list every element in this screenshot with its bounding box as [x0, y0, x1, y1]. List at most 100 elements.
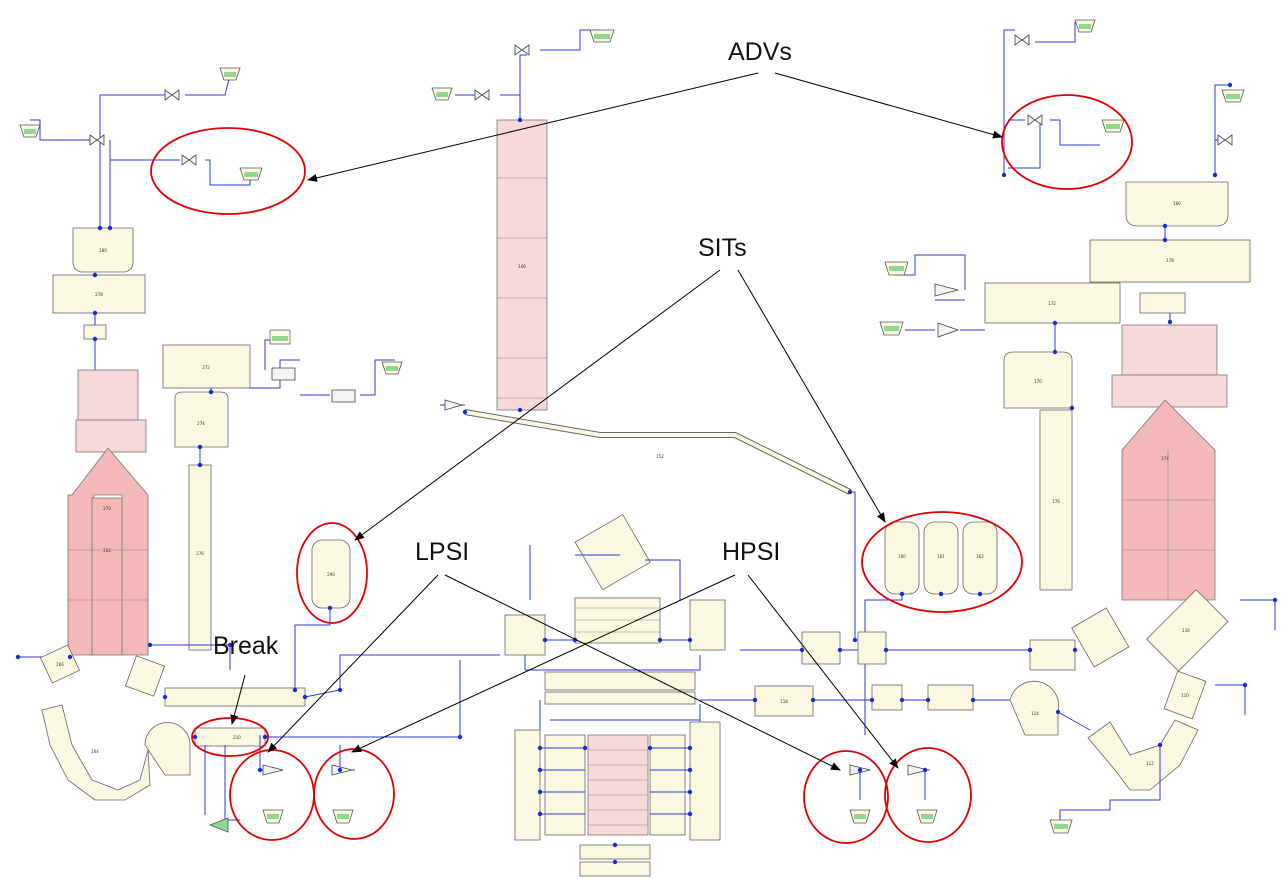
junction-node [1163, 224, 1167, 228]
hpsi-label: HPSI [722, 538, 780, 566]
sits-label: SITs [698, 234, 747, 262]
junction-node [900, 698, 904, 702]
junction-node [93, 337, 97, 341]
junction-node [1213, 173, 1217, 177]
junction-node [1168, 320, 1172, 324]
break-label: Break [213, 632, 279, 660]
junction-node [1228, 83, 1232, 87]
callout-arrows [232, 73, 1002, 770]
component-278-label: 278 [95, 292, 103, 297]
component-262-label: 262 [103, 548, 111, 553]
junction-node [193, 735, 197, 739]
junction-node [926, 698, 930, 702]
junction-node [900, 592, 904, 596]
junction-node [458, 735, 462, 739]
junction-node [16, 655, 20, 659]
junction-node [538, 812, 542, 816]
junction-node [93, 311, 97, 315]
junction-node [583, 746, 587, 750]
junction-node [303, 695, 307, 699]
component-270-label: 270 [103, 506, 111, 511]
junction-node [688, 746, 692, 750]
junction-node [858, 768, 862, 772]
junction-node [93, 273, 97, 277]
lpsi-left-highlight [230, 750, 314, 840]
component-161-label: 161 [937, 554, 945, 559]
junction-node [688, 768, 692, 772]
adv-right-highlight [1002, 95, 1132, 189]
junction-node [163, 695, 167, 699]
junction-node [853, 638, 857, 642]
junction-node [939, 592, 943, 596]
junction-node [753, 698, 757, 702]
junction-node [870, 698, 874, 702]
component-272-label: 272 [202, 365, 210, 370]
component-112-label: 112 [1146, 761, 1154, 766]
component-280-label: 280 [99, 248, 107, 253]
component-264-label: 264 [91, 749, 99, 754]
junction-node [463, 410, 467, 414]
advs-label: ADVs [728, 38, 792, 66]
adv-left-highlight [151, 128, 305, 214]
junction-node [518, 408, 522, 412]
junction-node [328, 606, 332, 610]
highlight-circles [151, 95, 1132, 843]
junction-node [848, 490, 852, 494]
junction-node [543, 638, 547, 642]
junction-node [198, 445, 202, 449]
junction-node [1158, 743, 1162, 747]
junction-node [108, 226, 112, 230]
junction-node [688, 790, 692, 794]
lpsi-right-highlight [804, 751, 888, 843]
junction-node [538, 790, 542, 794]
hpsi-right-highlight [885, 748, 971, 842]
junction-node [923, 768, 927, 772]
junction-node [688, 638, 692, 642]
hpsi-left-highlight [314, 749, 394, 839]
component-110-label: 110 [1181, 693, 1189, 698]
component-290-label: 290 [327, 572, 335, 577]
component-180-label: 180 [1173, 201, 1181, 206]
junction-node [1053, 321, 1057, 325]
component-174-label: 174 [1161, 456, 1169, 461]
junction-node [613, 860, 617, 864]
reactor-vessel: 166 152 [432, 30, 855, 876]
junction-node [1053, 350, 1057, 354]
junction-node [1070, 406, 1074, 410]
valve-icon [90, 90, 196, 165]
junction-node [338, 688, 342, 692]
junction-node [538, 746, 542, 750]
component-118-label: 118 [780, 699, 788, 704]
component-152-label: 152 [656, 454, 664, 459]
component-116-label: 116 [1182, 628, 1190, 633]
component-274-label: 274 [197, 421, 205, 426]
junction-node [800, 648, 804, 652]
junction-node [613, 843, 617, 847]
junction-node [258, 768, 262, 772]
junction-node [971, 698, 975, 702]
right-sg-loop: 180 178 172 170 176 174 160 161 162 [700, 20, 1275, 833]
junction-node [538, 768, 542, 772]
junction-node [1073, 648, 1077, 652]
junction-node [209, 390, 213, 394]
junction-node [1163, 238, 1167, 242]
junction-node [338, 768, 342, 772]
junction-node [263, 735, 267, 739]
junction-node [68, 655, 72, 659]
component-210-label: 210 [233, 735, 241, 740]
junction-node [1028, 648, 1032, 652]
junction-node [293, 688, 297, 692]
component-176-label: 176 [1052, 499, 1060, 504]
component-276-label: 276 [196, 551, 204, 556]
junction-node [148, 643, 152, 647]
junction-node [978, 592, 982, 596]
junction-node [1243, 683, 1247, 687]
junction-node [838, 648, 842, 652]
lpsi-label: LPSI [415, 538, 469, 566]
component-162-label: 162 [976, 554, 984, 559]
junction-node [688, 812, 692, 816]
component-114-label: 114 [1031, 711, 1039, 716]
component-266-label: 266 [56, 662, 64, 667]
junction-node [1056, 710, 1060, 714]
